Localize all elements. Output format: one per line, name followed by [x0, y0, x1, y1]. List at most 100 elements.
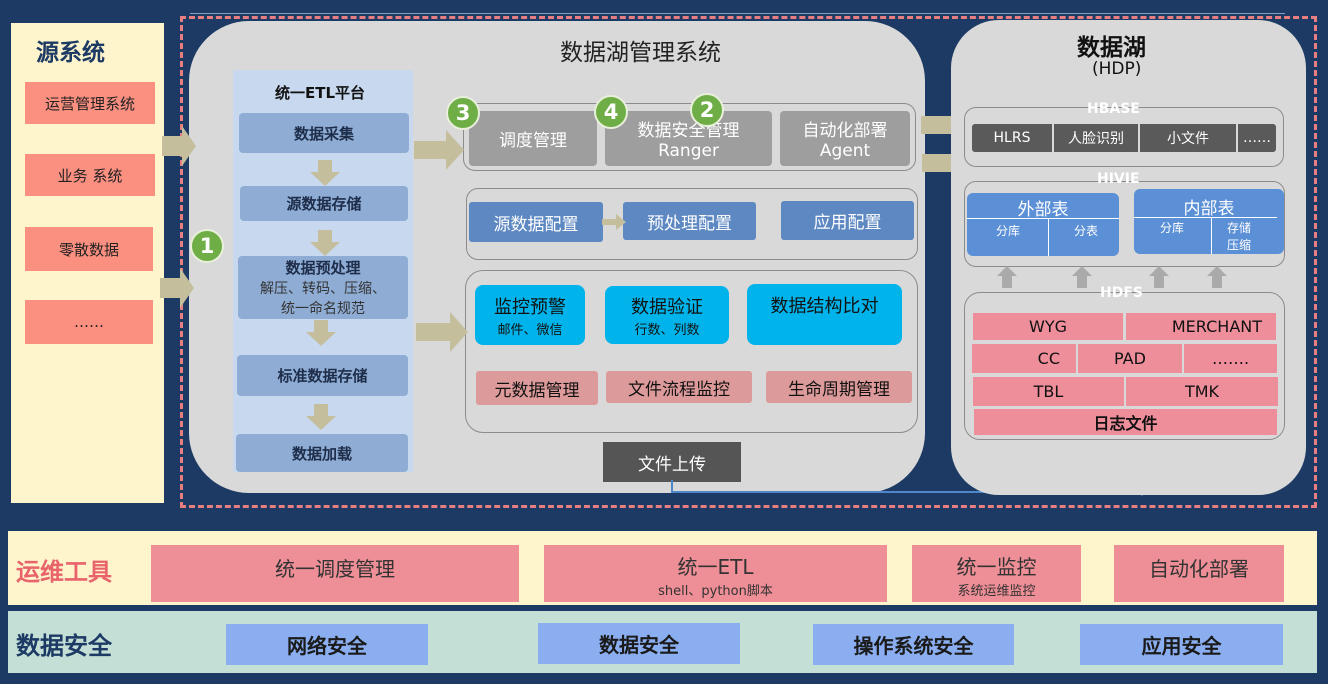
etl-platform-title: 统一ETL平台 — [275, 84, 366, 102]
security-os: 操作系统安全 — [813, 624, 1014, 665]
hdfs-label: HDFS — [1100, 285, 1143, 301]
hdfs-cell-tbl: TBL — [973, 377, 1124, 406]
ops-unified-monitor-sub: 系统运维监控 — [957, 584, 1036, 599]
security-data: 数据安全 — [538, 623, 740, 664]
hdfs-cell-logs: 日志文件 — [974, 409, 1277, 435]
hdfs-cell-tmk: TMK — [1126, 377, 1278, 406]
data-security-mgmt-title: 数据安全管理 — [637, 121, 740, 141]
etl-step-preprocess-detail1: 解压、转码、压缩、 — [260, 281, 386, 297]
etl-step-preprocess-title: 数据预处理 — [285, 259, 361, 277]
hive-internal-divider-h — [1134, 217, 1277, 218]
right-arrow-icon — [160, 268, 194, 308]
ops-unified-etl: 统一ETL shell、python脚本 — [544, 545, 887, 602]
datalake-boundary — [180, 16, 1317, 508]
ops-unified-schedule: 统一调度管理 — [151, 545, 519, 602]
source-data-config-box: 源数据配置 — [469, 202, 603, 242]
schedule-mgmt-box: 调度管理 — [469, 111, 597, 166]
right-arrow-icon — [602, 214, 626, 230]
up-arrow-icon — [1149, 266, 1169, 288]
hbase-cell-smallfile: 小文件 — [1140, 124, 1236, 152]
source-item-business: 业务 系统 — [25, 154, 155, 196]
hive-external-cell: 分表 — [1074, 224, 1099, 238]
ops-auto-deploy: 自动化部署 — [1114, 545, 1284, 602]
top-divider — [190, 13, 1285, 14]
top-row-group — [463, 103, 916, 171]
right-arrow-icon — [162, 126, 196, 166]
auto-deploy-sub: Agent — [819, 141, 871, 161]
badge-4: 4 — [594, 95, 628, 129]
hdfs-cell-more: ……. — [1184, 344, 1277, 373]
up-arrow-icon — [1207, 266, 1227, 288]
metadata-mgmt-box: 元数据管理 — [476, 371, 598, 405]
hbase-cell-hlrs: HLRS — [972, 124, 1052, 152]
down-arrow-icon — [306, 320, 336, 346]
ops-unified-etl-sub: shell、python脚本 — [658, 584, 773, 599]
hdfs-cell-cc: CC — [972, 344, 1076, 373]
security-network: 网络安全 — [226, 624, 428, 665]
badge-1: 1 — [190, 229, 224, 263]
config-row-group — [466, 188, 918, 260]
source-item-ops: 运营管理系统 — [25, 82, 155, 124]
etl-step-raw-store: 源数据存储 — [240, 186, 408, 221]
hive-internal-cell: 分库 — [1160, 221, 1185, 235]
etl-step-preprocess: 数据预处理 解压、转码、压缩、 统一命名规范 — [238, 256, 408, 319]
hdfs-up-arrows — [997, 266, 1227, 288]
hive-external-cell: 分库 — [996, 224, 1021, 238]
etl-step-std-store: 标准数据存储 — [237, 355, 408, 396]
hive-internal-cell: 压缩 — [1227, 238, 1252, 252]
etl-step-preprocess-detail2: 统一命名规范 — [281, 301, 365, 317]
etl-step-load: 数据加载 — [236, 434, 408, 472]
config-arrow — [602, 214, 626, 230]
up-arrow-icon — [997, 266, 1017, 288]
hdfs-group — [964, 292, 1285, 440]
hdfs-cell-merchant: MERCHANT — [1126, 313, 1276, 340]
datalake-subtitle: (HDP) — [1092, 59, 1142, 79]
right-arrow-icon — [414, 130, 464, 170]
hive-internal-cell: 存储 — [1227, 221, 1252, 235]
etl-down-arrows — [306, 160, 340, 430]
mgmt-title: 数据湖管理系统 — [560, 40, 721, 66]
ops-unified-monitor: 统一监控 系统运维监控 — [912, 545, 1081, 602]
hbase-label: HBASE — [1087, 101, 1140, 117]
security-title: 数据安全 — [16, 632, 112, 660]
down-arrow-icon — [310, 160, 340, 186]
security-app: 应用安全 — [1080, 624, 1283, 665]
down-arrow-icon — [306, 404, 336, 430]
file-flow-monitor-box: 文件流程监控 — [606, 371, 752, 403]
up-arrow-icon — [1072, 266, 1092, 288]
etl-step-collect: 数据采集 — [239, 113, 409, 153]
hive-external-divider-v — [1048, 218, 1049, 256]
auto-deploy-title: 自动化部署 — [802, 121, 888, 141]
data-verify-sub: 行数、列数 — [634, 322, 700, 338]
hive-group — [964, 181, 1285, 267]
file-upload-box: 文件上传 — [603, 442, 741, 482]
down-arrow-icon — [310, 230, 340, 256]
source-system-title: 源系统 — [36, 40, 105, 66]
hive-internal-table: 内部表 — [1134, 189, 1284, 254]
right-arrow-icon — [416, 312, 468, 352]
monitor-alert-title: 监控预警 — [494, 296, 566, 318]
hdfs-cell-pad: PAD — [1078, 344, 1182, 373]
hive-label: HIVIE — [1097, 171, 1140, 187]
ops-unified-monitor-title: 统一监控 — [956, 555, 1037, 579]
hdfs-cell-wyg: WYG — [973, 313, 1123, 340]
hive-external-divider-h — [967, 218, 1119, 219]
data-verify-title: 数据验证 — [631, 296, 703, 318]
hive-internal-divider-v — [1211, 217, 1212, 254]
source-item-more: …… — [25, 300, 153, 344]
data-security-mgmt-box: 数据安全管理 Ranger — [605, 111, 772, 166]
lifecycle-mgmt-box: 生命周期管理 — [766, 371, 912, 403]
badge-2: 2 — [690, 93, 724, 127]
ops-unified-etl-title: 统一ETL — [677, 555, 754, 579]
data-security-mgmt-sub: Ranger — [658, 141, 719, 161]
hive-internal-title: 内部表 — [1183, 199, 1235, 219]
hive-external-table: 外部表 — [967, 193, 1119, 256]
source-item-misc: 零散数据 — [25, 227, 153, 271]
ops-tools-title: 运维工具 — [16, 558, 112, 586]
preprocess-config-box: 预处理配置 — [623, 202, 756, 240]
monitor-group — [465, 270, 918, 433]
hive-external-title: 外部表 — [1017, 200, 1069, 220]
hbase-group — [964, 107, 1284, 167]
hbase-cell-face: 人脸识别 — [1054, 124, 1138, 152]
monitor-alert-box: 监控预警 邮件、微信 — [475, 285, 585, 345]
